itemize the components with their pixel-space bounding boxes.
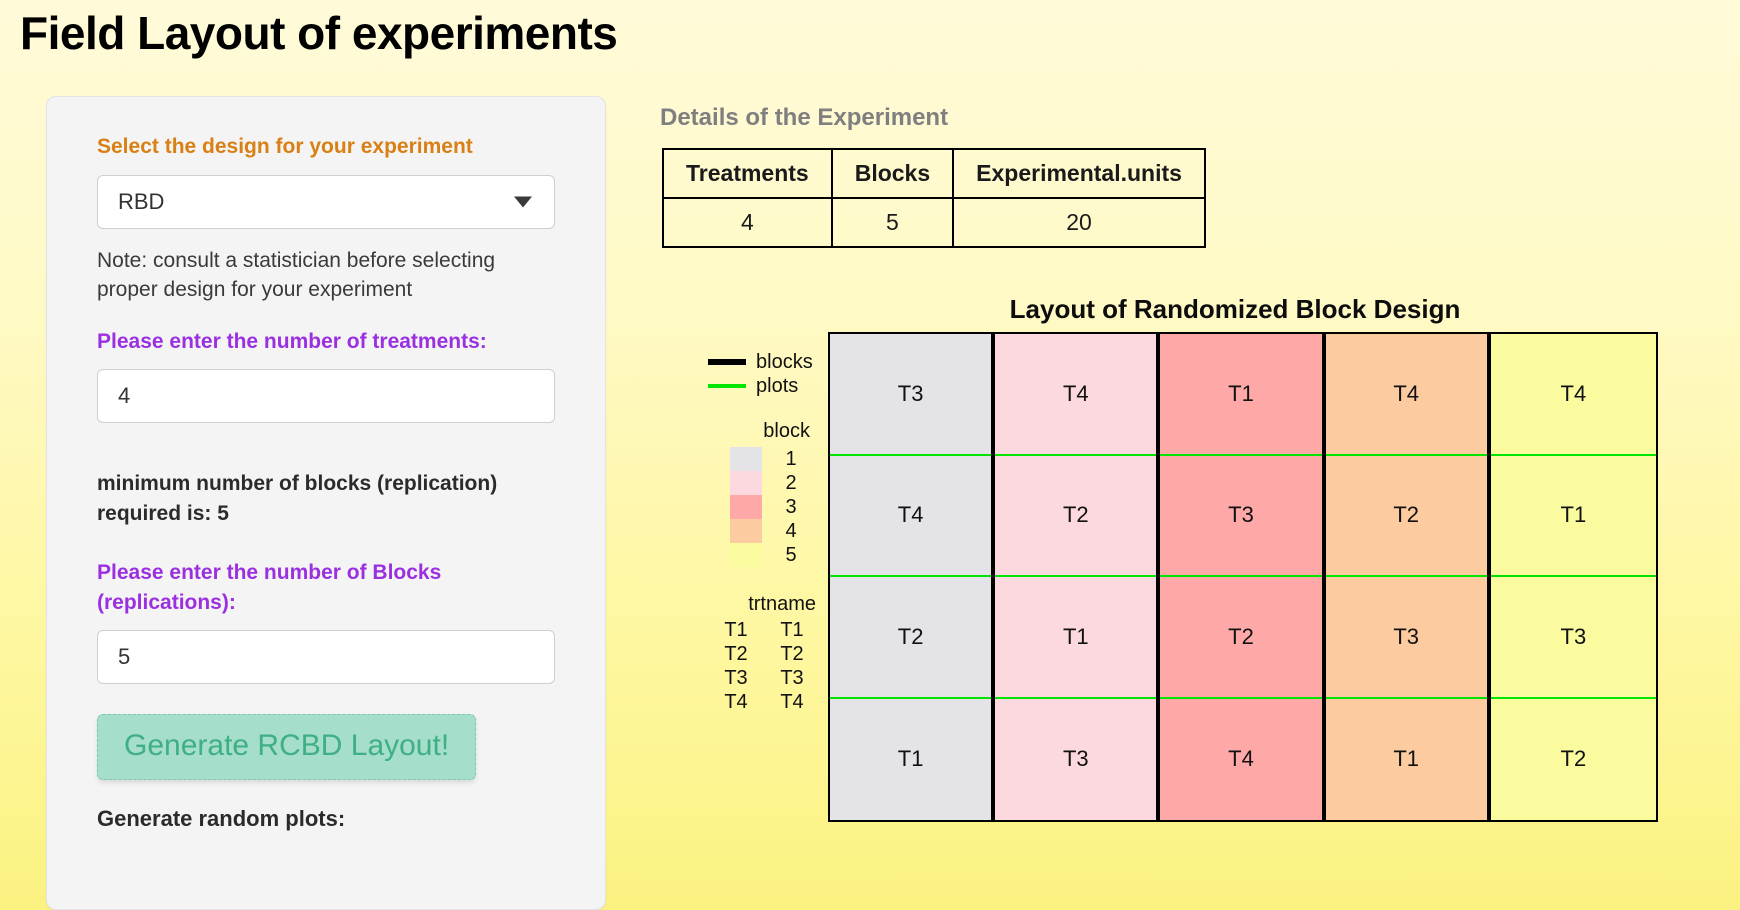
treatment-key-label: T2 bbox=[724, 643, 748, 665]
treatment-key-column: T1 T2 T3 T4 bbox=[708, 618, 764, 714]
block-key-label: 1 bbox=[785, 448, 797, 470]
block-color-swatch bbox=[730, 519, 762, 543]
block-color-swatch bbox=[730, 447, 762, 471]
treatment-key-label: T1 bbox=[724, 619, 748, 641]
spacer bbox=[97, 423, 555, 469]
block-legend: 1 2 3 4 5 bbox=[660, 447, 820, 567]
plot-cell: T2 bbox=[830, 577, 992, 699]
plot-cell: T1 bbox=[995, 577, 1157, 699]
block-legend-title: block bbox=[763, 420, 810, 442]
block-key-label: 4 bbox=[785, 520, 797, 542]
legend-item-blocks: blocks bbox=[660, 350, 820, 374]
treatment-legend-title: trtname bbox=[748, 593, 816, 615]
table-row: 4 5 20 bbox=[662, 197, 1206, 248]
treatment-value-label: T3 bbox=[780, 667, 804, 689]
plot-cell: T4 bbox=[995, 334, 1157, 456]
block-color-swatch bbox=[730, 495, 762, 519]
plot-cell: T2 bbox=[995, 455, 1157, 577]
block-color-swatch bbox=[730, 543, 762, 567]
controls-panel: Select the design for your experiment RB… bbox=[46, 96, 606, 910]
treatments-input[interactable]: 4 bbox=[97, 368, 555, 423]
column-header: Treatments bbox=[662, 148, 833, 199]
column-header: Blocks bbox=[830, 148, 955, 199]
block-key-label: 2 bbox=[785, 472, 797, 494]
plot-cell: T2 bbox=[1325, 455, 1487, 577]
treatment-value-label: T4 bbox=[780, 691, 804, 713]
plot-cell: T3 bbox=[830, 334, 992, 456]
plot-cell: T1 bbox=[1490, 455, 1656, 577]
random-plots-label: Generate random plots: bbox=[97, 806, 346, 831]
block-color-swatch bbox=[730, 471, 762, 495]
legend-label: blocks bbox=[756, 350, 813, 373]
blocks-input-value: 5 bbox=[118, 644, 131, 669]
plot-cell: T4 bbox=[1325, 334, 1487, 456]
details-heading: Details of the Experiment bbox=[660, 104, 949, 131]
spacer bbox=[97, 684, 555, 714]
plot-cell: T2 bbox=[1490, 698, 1656, 820]
plot-cell: T4 bbox=[1490, 334, 1656, 456]
plot-cell: T3 bbox=[995, 698, 1157, 820]
treatments-label: Please enter the number of treatments: bbox=[97, 329, 487, 353]
table-cell: 20 bbox=[952, 197, 1206, 248]
treatment-key-label: T4 bbox=[724, 691, 748, 713]
results-panel: Details of the Experiment Treatments Blo… bbox=[660, 96, 1740, 910]
plot-cell: T3 bbox=[1160, 455, 1322, 577]
blocks-line-swatch bbox=[708, 359, 746, 365]
treatment-legend-rows: T1 T2 T3 T4 T1 T2 T3 T4 bbox=[660, 618, 820, 714]
treatment-value-label: T1 bbox=[780, 619, 804, 641]
treatment-key-label: T3 bbox=[724, 667, 748, 689]
line-legend: blocks plots bbox=[660, 350, 820, 398]
block-key-column: 1 2 3 4 5 bbox=[762, 447, 820, 567]
min-blocks-text: minimum number of blocks (replication) r… bbox=[97, 471, 498, 525]
table-cell: 5 bbox=[830, 197, 955, 248]
block-key-label: 5 bbox=[785, 544, 797, 566]
column-header: Experimental.units bbox=[952, 148, 1206, 199]
treatment-value-label: T2 bbox=[780, 643, 804, 665]
field-layout-plot: Layout of Randomized Block Design blocks… bbox=[660, 294, 1720, 822]
generate-rcbd-layout-button[interactable]: Generate RCBD Layout! bbox=[97, 714, 477, 780]
legend-item-plots: plots bbox=[660, 374, 820, 398]
treatments-input-value: 4 bbox=[118, 382, 131, 408]
plot-cell: T4 bbox=[1160, 698, 1322, 820]
design-note: Note: consult a statistician before sele… bbox=[97, 249, 496, 301]
plot-title: Layout of Randomized Block Design bbox=[1009, 294, 1461, 324]
plot-cell: T1 bbox=[1160, 334, 1322, 456]
plot-cell: T3 bbox=[1490, 577, 1656, 699]
chevron-down-icon bbox=[514, 196, 532, 208]
plot-legend: blocks plots block 1 2 bbox=[660, 342, 820, 714]
design-select-value: RBD bbox=[118, 189, 165, 214]
spacer bbox=[97, 528, 555, 558]
design-select[interactable]: RBD bbox=[97, 175, 555, 229]
plot-cell: T1 bbox=[830, 698, 992, 820]
table-header-row: Treatments Blocks Experimental.units bbox=[662, 148, 1206, 199]
block-key-label: 3 bbox=[785, 496, 797, 518]
plot-cell: T1 bbox=[1325, 698, 1487, 820]
treatment-value-column: T1 T2 T3 T4 bbox=[764, 618, 820, 714]
experiment-details-table: Treatments Blocks Experimental.units 4 5… bbox=[662, 148, 1206, 248]
legend-label: plots bbox=[756, 374, 799, 397]
block-swatch-column bbox=[730, 447, 762, 567]
plots-line-swatch bbox=[708, 384, 746, 388]
blocks-label: Please enter the number of Blocks (repli… bbox=[97, 561, 442, 615]
plot-cell: T2 bbox=[1160, 577, 1322, 699]
table-cell: 4 bbox=[662, 197, 833, 248]
treatment-legend: trtname T1 T2 T3 T4 T1 T2 T3 T4 bbox=[660, 593, 820, 714]
page-title: Field Layout of experiments bbox=[20, 7, 618, 59]
blocks-input[interactable]: 5 bbox=[97, 630, 555, 684]
plot-cell: T3 bbox=[1325, 577, 1487, 699]
plot-cell: T4 bbox=[830, 455, 992, 577]
design-select-label: Select the design for your experiment bbox=[97, 135, 473, 158]
